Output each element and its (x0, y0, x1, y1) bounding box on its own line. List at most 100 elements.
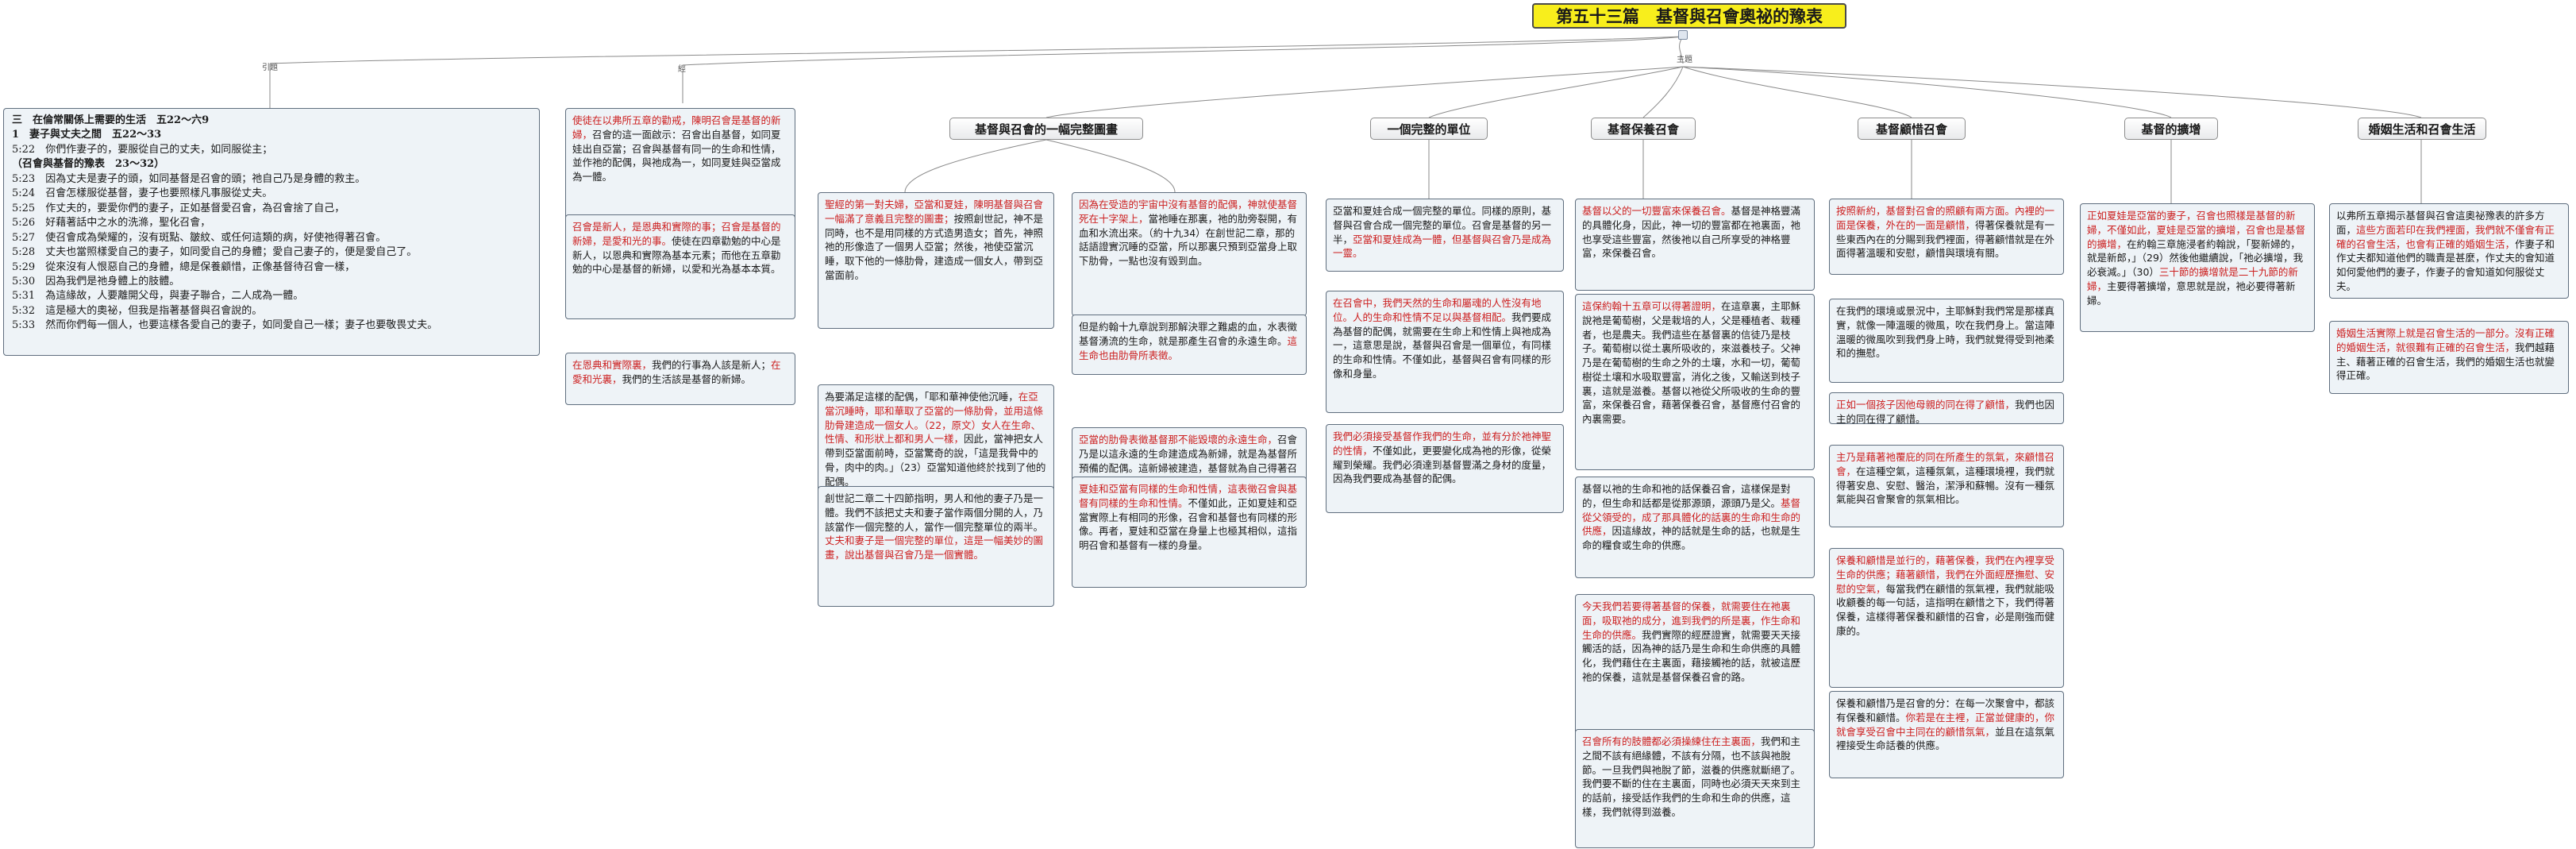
highlight-text: 召會是新人，是恩典和實際的事；召會是基督的新婦，是愛和光的事。 (572, 221, 781, 247)
note-card-picture-b[interactable]: 但是約翰十九章說到那解決罪之難處的血，水表徵基督湧流的生命，就是那產生召會的永遠… (1072, 315, 1307, 375)
note-card-marriage[interactable]: 以弗所五章揭示基督與召會這奧祕豫表的許多方面，這些方面若印在我們裡面，我們就不僅… (2329, 203, 2569, 299)
verse-line: 1 妻子與丈夫之間 五22～33 (12, 129, 162, 141)
highlight-text: 三十節的擴增就是二十九節的新婦， (2087, 266, 2298, 292)
link-t4 (1682, 66, 1912, 118)
note-card-intro[interactable]: 在恩典和實際裏，我們的行事為人該是新人；在愛和光裏，我們的生活該是基督的新婦。 (565, 353, 795, 405)
topic-nourishes[interactable]: 基督保養召會 (1591, 118, 1696, 140)
highlight-text: 這保約翰十五章可以得著證明， (1582, 300, 1722, 312)
note-card-cherish[interactable]: 保養和顧惜乃是召會的分：在每一次聚會中，都該有保養和顧惜。你若是在主裡，正當並健… (1829, 691, 2064, 778)
highlight-text: 按照新約，基督對召會的照顧有兩方面。內裡的一面是保養，外在的一面是顧惜， (1836, 205, 2055, 231)
verse-line: 5:23 因為丈夫是妻子的頭，如同基督是召會的頭；祂自己乃是身體的救主。 (12, 172, 366, 185)
link-t6 (1682, 66, 2422, 118)
note-card-cherish[interactable]: 主乃是藉著祂覆庇的同在所產生的氛氣，來顧惜召會，在這種空氣，這種氛氣，這種環境裡… (1829, 445, 2064, 527)
topic-increase[interactable]: 基督的擴增 (2124, 118, 2218, 140)
body-text: 亞當和夏娃合成一個完整的單位。同樣的原則，基督與召會合成一個完整的單位。召會是基… (1333, 205, 1552, 245)
body-text: 以弗所五章揭示基督與召會這奧祕豫表的許多方面， (2336, 210, 2545, 236)
collapse-icon[interactable] (1678, 30, 1688, 40)
verse-line: 5:22 你們作妻子的，要服從自己的丈夫，如同服從主； (12, 143, 273, 156)
highlight-text: 使徒在以弗所五章的勸戒，陳明召會是基督的新婦， (572, 114, 781, 141)
note-card-cherish[interactable]: 正如一個孩子因他母親的同在得了顧惜，我們也因主的同在得了顧惜。 (1829, 392, 2064, 424)
highlight-text: 亞當和夏娃成為一體，但基督與召會乃是成為一靈。 (1333, 233, 1552, 260)
verse-line: 5:31 為這緣故，人要離開父母，與妻子聯合，二人成為一體。 (12, 290, 304, 303)
note-card-unit[interactable]: 我們必須接受基督作我們的生命，並有分於祂神聖的性情，不僅如此，更要變化成為祂的形… (1326, 424, 1564, 513)
highlight-text: 你若是在主裡，正當並健康的，你就會享受召會中主同在的顧惜氛氣， (1836, 711, 2055, 738)
body-text: 在約翰三章施浸者約翰說，「娶新婦的，就是新郎，」（29）然後他繼續說，「祂必擴增… (2087, 237, 2304, 279)
verse-line: 5:30 因為我們是祂身體上的肢體。 (12, 275, 180, 288)
body-text: 在這種空氣，這種氛氣，這種環境裡，我們就得著安息、安慰、醫治，潔淨和蘇暢。沒有一… (1836, 465, 2055, 506)
note-card-unit[interactable]: 亞當和夏娃合成一個完整的單位。同樣的原則，基督與召會合成一個完整的單位。召會是基… (1326, 199, 1564, 272)
note-card-increase[interactable]: 正如夏娃是亞當的妻子，召會也照樣是基督的新婦，不僅如此，夏娃是亞當的擴增，召會也… (2080, 203, 2315, 332)
note-card-intro[interactable]: 召會是新人，是恩典和實際的事；召會是基督的新婦，是愛和光的事。使徒在四章勸勉的中… (565, 214, 795, 319)
note-card-picture-b[interactable]: 因為在受造的宇宙中沒有基督的配偶，神就使基督死在十字架上，當祂睡在那裏，祂的肋旁… (1072, 192, 1307, 316)
note-card-nourish[interactable]: 基督以祂的生命和祂的話保養召會，這樣保是對的，但生命和話都是從那源頭，源頭乃是父… (1575, 477, 1815, 578)
highlight-text: 這生命也由肋骨所表徵。 (1079, 334, 1298, 361)
note-card-unit[interactable]: 在召會中，我們天然的生命和屬魂的人性沒有地位。人的生命和性情不足以與基督相配。我… (1326, 291, 1564, 413)
body-text: 但是約翰十九章說到那解決罪之難處的血，水表徵基督湧流的生命，就是那產生召會的永遠… (1079, 321, 1298, 347)
highlight-text: 在恩典和實際裏， (572, 359, 653, 371)
link-t3 (1642, 66, 1684, 118)
topic-cherishes[interactable]: 基督顧惜召會 (1858, 118, 1966, 140)
note-card-cherish[interactable]: 在我們的環境或景況中，主耶穌對我們常是那樣真實，就像一陣溫暖的微風，吹在我們身上… (1829, 299, 2064, 383)
body-text: 因此，當神把女人帶到亞當面前時，亞當驚奇的說，「這是我骨中的骨，肉中的肉。」（2… (825, 433, 1046, 488)
caption-intro: 引題 (262, 64, 278, 72)
verse-line: 5:25 作丈夫的，要愛你們的妻子，正如基督愛召會，為召會捨了自己， (12, 202, 345, 214)
body-text: 因這緣故，神的話就是生命的話，也就是生命的糧食或生命的供應。 (1582, 525, 1801, 551)
highlight-text: 主乃是藉著祂覆庇的同在所產生的氛氣，來顧惜召會， (1836, 451, 2055, 477)
note-card-picture-a[interactable]: 創世記二章二十四節指明，男人和他的妻子乃是一體。我們不該把丈夫和妻子當作兩個分開… (818, 486, 1054, 607)
verse-line: 5:26 好藉著話中之水的洗滌，聖化召會， (12, 217, 211, 230)
body-text: 按照創世記，神不是同時，也不是用同樣的方式造男造女；首先，神照祂的形像造了一個男… (825, 212, 1044, 281)
highlight-text: 基督以父的一切豐富來保養召會。 (1582, 205, 1731, 217)
body-text: 為要滿足這樣的配偶，「耶和華神使他沉睡， (825, 391, 1018, 403)
body-text: 基督以祂的生命和祂的話保養召會，這樣保是對的，但生命和話都是從那源頭，源頭乃是父… (1582, 483, 1791, 509)
highlight-text: 我們必須接受基督作我們的生命，並有分於祂神聖的性情， (1333, 430, 1552, 457)
note-card-nourish[interactable]: 這保約翰十五章可以得著證明，在這章裏，主耶穌說祂是葡萄樹，父是栽培的人，父是種植… (1575, 294, 1815, 470)
note-card-nourish[interactable]: 基督以父的一切豐富來保養召會。基督是神格豐滿的具體化身，因此，神一切的豐富都在祂… (1575, 199, 1815, 291)
note-card-intro[interactable]: 使徒在以弗所五章的勸戒，陳明召會是基督的新婦，召會的這一面啟示：召會出自基督，如… (565, 108, 795, 227)
verse-line: 5:29 從來沒有人恨惡自己的身體，總是保養顧惜，正像基督待召會一樣， (12, 260, 356, 273)
highlight-text: 召會所有的肢體都必須操練住在主裏面， (1582, 735, 1762, 747)
link-intro-title (269, 36, 1684, 64)
verse-line: 5:24 召會怎樣服從基督，妻子也要照樣凡事服從丈夫。 (12, 187, 273, 200)
body-text: 不僅如此，正如夏娃和亞當實際上有相同的形像，召會和基督也有同樣的形像。再者，夏娃… (1079, 496, 1298, 551)
verse-line: （召會與基督的豫表 23～32） (12, 158, 165, 171)
highlight-text: 在召會中，我們天然的生命和屬魂的人性沒有地位。人的生命和性情不足以與基督相配。 (1333, 297, 1542, 323)
body-text: 創世記二章二十四節指明，男人和他的妻子乃是一體。我們不該把丈夫和妻子當作兩個分開… (825, 492, 1044, 533)
link-t5 (1682, 66, 2172, 118)
body-text: 保養和顧惜乃是召會的分：在每一次聚會中，都該有保養和顧惜。 (1836, 697, 2055, 724)
body-text: 我們實際的經歷證實，就需要天天接觸活的話，因為神的話乃是生命和生命供應的具體化，… (1582, 628, 1801, 683)
highlight-text: 在亞當沉睡時，耶和華取了亞當的一條肋骨，並用這條肋骨建造成一個女人。（22，原文… (825, 391, 1044, 446)
link-t1-a (904, 139, 1047, 193)
highlight-text: 在愛和光裏， (572, 359, 781, 385)
note-card-marriage[interactable]: 婚姻生活實際上就是召會生活的一部分。沒有正確的婚姻生活，就很難有正確的召會生活，… (2329, 321, 2569, 394)
root-title[interactable]: 第五十三篇 基督與召會奧祕的豫表 (1532, 3, 1846, 29)
body-text: 當祂睡在那裏，祂的肋旁裂開，有血和水流出來。（約十九34）在創世記二章，那的話語… (1079, 212, 1298, 267)
body-text: 基督是神格豐滿的具體化身，因此，神一切的豐富都在祂裏面，祂也享受這些豐富，然後祂… (1582, 205, 1801, 260)
note-card-cherish[interactable]: 按照新約，基督對召會的照顧有兩方面。內裡的一面是保養，外在的一面是顧惜，得著保養… (1829, 199, 2064, 275)
highlight-text: 今天我們若要得著基督的保養，就需要住在祂裏面，吸取祂的成分，進到我們的所是裏，作… (1582, 600, 1801, 641)
body-text: 在這章裏，主耶穌說祂是葡萄樹，父是栽培的人，父是種植者、栽種者，也是農夫。我們這… (1582, 300, 1801, 425)
highlight-text: 這些方面若印在我們裡面，我們就不僅會有正確的召會生活，也會有正確的婚姻生活， (2336, 223, 2555, 250)
body-text: 並且在這氛氣裡接受生命話養的供應。 (1836, 725, 2055, 752)
note-card-picture-b[interactable]: 夏娃和亞當有同樣的生命和性情，這表徵召會與基督有同樣的生命和性情。不僅如此，正如… (1072, 477, 1307, 588)
note-card-nourish[interactable]: 召會所有的肢體都必須操練住在主裏面，我們和主之間不該有絕緣體，不該有分隔，也不該… (1575, 729, 1815, 848)
note-card-nourish[interactable]: 今天我們若要得著基督的保養，就需要住在祂裏面，吸取祂的成分，進到我們的所是裏，作… (1575, 594, 1815, 748)
topic-marriage-church-life[interactable]: 婚姻生活和召會生活 (2358, 118, 2486, 140)
highlight-text: 正如夏娃是亞當的妻子，召會也照樣是基督的新婦，不僅如此，夏娃是亞當的擴增，召會也… (2087, 210, 2306, 250)
caption-scripture: 經 (678, 65, 686, 74)
highlight-text: 夏娃和亞當有同樣的生命和性情，這表徵召會與基督有同樣的生命和性情。 (1079, 483, 1298, 509)
note-card-picture-a[interactable]: 聖經的第一對夫婦，亞當和夏娃，陳明基督與召會一幅滿了意義且完整的圖畫；按照創世記… (818, 192, 1054, 329)
body-text: 我們的行事為人該是新人； (652, 359, 772, 371)
highlight-text: 聖經的第一對夫婦，亞當和夏娃，陳明基督與召會一幅滿了意義且完整的圖畫； (825, 199, 1044, 225)
body-text: 主要得著擴增，意思就是說，祂必要得著新婦。 (2087, 280, 2296, 307)
link-t2 (1428, 66, 1684, 118)
highlight-text: 丈夫和妻子是一個完整的單位，這是一幅美妙的圖畫，說出基督與召會乃是一個實體。 (825, 534, 1044, 561)
topic-complete-picture[interactable]: 基督與召會的一幅完整圖畫 (949, 118, 1143, 140)
note-card-cherish[interactable]: 保養和顧惜是並行的，藉著保養，我們在內裡享受生命的供應；藉著顧惜，我們在外面經歷… (1829, 548, 2064, 688)
note-card-picture-a[interactable]: 為要滿足這樣的配偶，「耶和華神使他沉睡，在亞當沉睡時，耶和華取了亞當的一條肋骨，… (818, 384, 1054, 496)
body-text: 作妻子和作丈夫都知道他們的職責是甚麼，作丈夫的會知道如何愛他們的妻子，作妻子的會… (2336, 237, 2555, 292)
topic-complete-unit[interactable]: 一個完整的單位 (1370, 118, 1488, 140)
caption-topic: 主題 (1677, 56, 1692, 64)
body-text: 不僅如此，更要變化成為祂的形像，從榮耀到榮耀。我們必須達到基督豐滿之身材的度量，… (1333, 444, 1552, 485)
body-text: 在我們的環境或景況中，主耶穌對我們常是那樣真實，就像一陣溫暖的微風，吹在我們身上… (1836, 305, 2055, 360)
